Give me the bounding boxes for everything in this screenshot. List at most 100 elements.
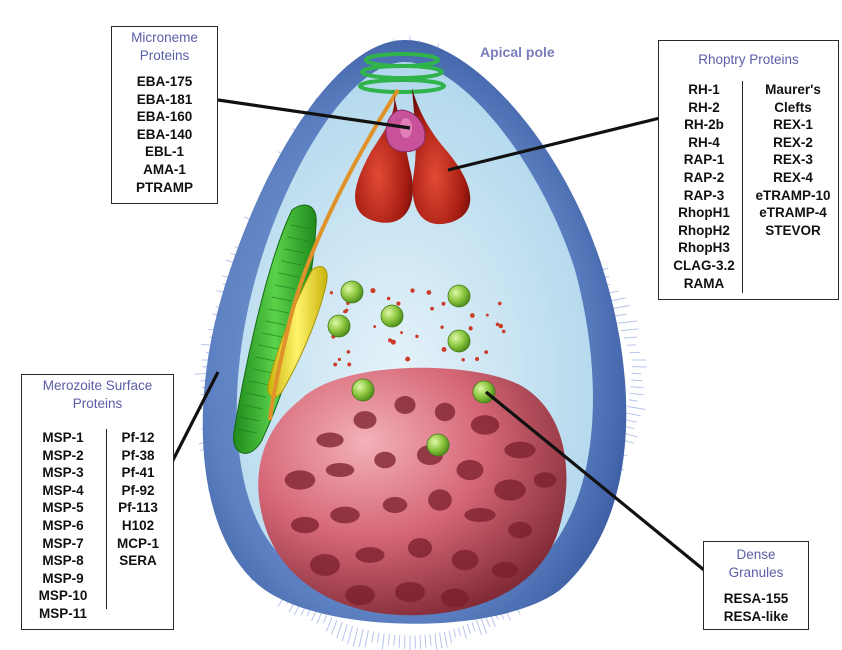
merozoite-item: MSP-5	[22, 499, 104, 517]
merozoite-item: MSP-11	[22, 605, 104, 623]
rhoptry-item: RAMA	[659, 275, 749, 293]
merozoite-item: MSP-2	[22, 447, 104, 465]
filament	[372, 632, 374, 643]
nuclear-pore	[285, 470, 316, 489]
rhoptry-columns: RH-1 RH-2 RH-2b RH-4 RAP-1 RAP-2 RAP-3 R…	[659, 81, 838, 292]
dense-list: RESA-155 RESA-like	[704, 590, 808, 625]
nuclear-pore	[326, 463, 354, 477]
red-speckle	[338, 358, 341, 361]
rhoptry-proteins-box: Rhoptry Proteins RH-1 RH-2 RH-2b RH-4 RA…	[658, 40, 839, 300]
merozoite-item: Pf-113	[104, 499, 172, 517]
red-speckle	[427, 290, 432, 295]
red-speckle	[468, 326, 472, 330]
merozoite-item: Pf-38	[104, 447, 172, 465]
filament	[420, 635, 421, 649]
rhoptry-item: eTRAMP-10	[749, 187, 837, 205]
rhoptry-item: REX-1	[749, 116, 837, 134]
rhoptry-item: RH-2b	[659, 116, 749, 134]
red-speckle	[345, 309, 348, 312]
granule-sphere	[448, 330, 470, 352]
filament	[621, 329, 639, 331]
rhoptry-item: Maurer's	[749, 81, 837, 99]
red-speckle	[347, 363, 351, 367]
red-speckle	[396, 302, 400, 306]
filament	[394, 635, 395, 646]
rhoptry-item: REX-4	[749, 169, 837, 187]
filament	[630, 387, 643, 388]
filament	[481, 618, 487, 634]
filament	[359, 629, 363, 647]
merozoite-divider	[106, 429, 107, 609]
microneme-item: AMA-1	[112, 161, 217, 179]
rhoptry-col2: Maurer's Clefts REX-1 REX-2 REX-3 REX-4 …	[749, 81, 837, 292]
merozoite-surface-proteins-box: Merozoite Surface Proteins MSP-1 MSP-2 M…	[21, 374, 174, 630]
nuclear-pore	[291, 517, 319, 533]
merozoite-heading-line1: Merozoite Surface	[22, 377, 173, 395]
dense-item: RESA-like	[704, 608, 808, 626]
rhoptry-item: eTRAMP-4	[749, 204, 837, 222]
red-speckle	[410, 288, 414, 292]
merozoite-item: MSP-10	[22, 587, 104, 605]
filament	[435, 633, 437, 650]
filament	[337, 622, 342, 638]
rhoptry-item: RhopH3	[659, 239, 749, 257]
rhoptry-col1: RH-1 RH-2 RH-2b RH-4 RAP-1 RAP-2 RAP-3 R…	[659, 81, 749, 292]
red-speckle	[373, 325, 376, 328]
red-speckle	[430, 307, 434, 311]
merozoite-heading-line2: Proteins	[22, 395, 173, 413]
merozoite-col1: MSP-1 MSP-2 MSP-3 MSP-4 MSP-5 MSP-6 MSP-…	[22, 429, 104, 623]
merozoite-item: Pf-92	[104, 482, 172, 500]
red-speckle	[442, 302, 446, 306]
red-speckle	[330, 291, 333, 294]
nuclear-pore	[394, 396, 415, 414]
red-speckle	[347, 350, 351, 354]
filament	[382, 633, 384, 650]
filament	[317, 613, 322, 624]
nuclear-pore	[395, 582, 425, 602]
dense-heading-line2: Granules	[704, 564, 808, 582]
filament	[332, 620, 337, 635]
filament	[624, 337, 637, 338]
nuclear-pore	[408, 538, 432, 558]
filament	[631, 380, 642, 381]
nuclear-pore	[441, 589, 469, 608]
rhoptry-item: RAP-1	[659, 151, 749, 169]
merozoite-item: MSP-1	[22, 429, 104, 447]
merozoite-heading: Merozoite Surface Proteins	[22, 377, 173, 413]
filament	[449, 630, 451, 643]
granule-sphere	[381, 305, 403, 327]
red-speckle	[461, 358, 464, 361]
red-speckle	[486, 314, 489, 317]
microneme-proteins-box: Microneme Proteins EBA-175 EBA-181 EBA-1…	[111, 26, 218, 204]
filament	[618, 321, 637, 323]
nuclear-pore	[534, 472, 557, 487]
merozoite-item: Pf-12	[104, 429, 172, 447]
filament	[629, 400, 638, 401]
microneme-heading-line2: Proteins	[112, 47, 217, 65]
microneme-item: EBA-175	[112, 73, 217, 91]
red-speckle	[400, 331, 403, 334]
filament	[624, 419, 637, 422]
rhoptry-item: RAP-3	[659, 187, 749, 205]
filament	[399, 635, 400, 648]
merozoite-item: MSP-8	[22, 552, 104, 570]
nuclear-pore	[383, 497, 408, 513]
merozoite-item: Pf-41	[104, 464, 172, 482]
red-speckle	[475, 357, 479, 361]
rhoptry-item: CLAG-3.2	[659, 257, 749, 275]
nuclear-pore	[508, 522, 532, 539]
dense-heading: Dense Granules	[704, 546, 808, 582]
granule-sphere	[341, 281, 363, 303]
rhoptry-item: RH-1	[659, 81, 749, 99]
rhoptry-item: REX-2	[749, 134, 837, 152]
nuclear-pore	[353, 411, 376, 429]
merozoite-item: MSP-3	[22, 464, 104, 482]
red-speckle	[499, 324, 504, 329]
filament	[327, 618, 332, 632]
rhoptry-item: Clefts	[749, 99, 837, 117]
red-speckle	[442, 347, 447, 352]
nuclear-pore	[428, 489, 452, 510]
filament	[365, 630, 368, 647]
filament	[440, 633, 442, 649]
